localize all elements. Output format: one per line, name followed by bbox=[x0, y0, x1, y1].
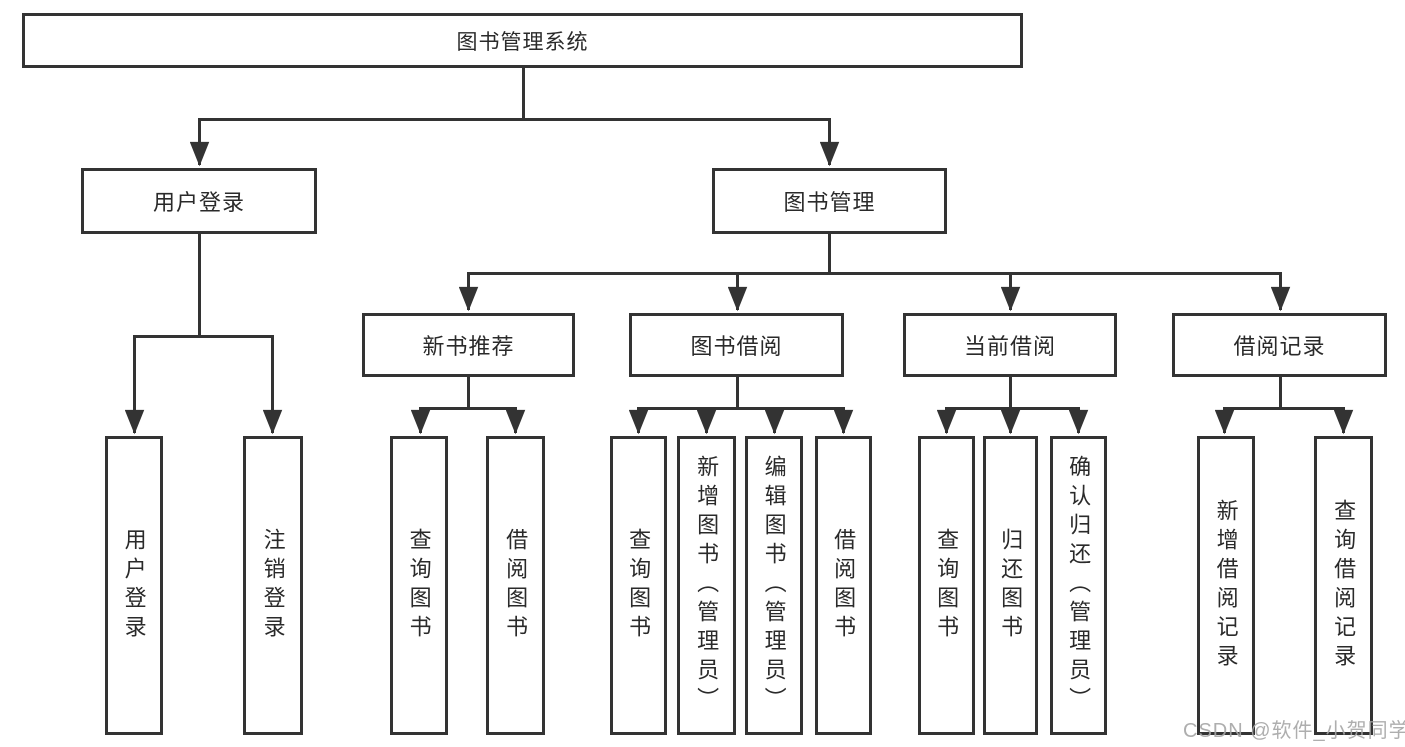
node-user-login-branch: 用户登录 bbox=[81, 168, 317, 234]
node-label: 图书管理系统 bbox=[456, 30, 589, 54]
leaf-edit-books-admin: 编辑图书（管理员） bbox=[745, 436, 803, 735]
leaf-borrow-books-recommend: 借阅图书 bbox=[486, 436, 545, 735]
leaf-add-borrow-record: 新增借阅记录 bbox=[1197, 436, 1255, 735]
node-label: 新书推荐 bbox=[422, 334, 515, 359]
leaf-label: 编辑图书（管理员） bbox=[761, 455, 787, 716]
leaf-label: 新增图书（管理员） bbox=[694, 455, 720, 716]
leaf-user-login: 用户登录 bbox=[105, 436, 163, 735]
node-label: 用户登录 bbox=[152, 190, 245, 215]
leaf-label: 查询图书 bbox=[934, 527, 960, 644]
node-new-book-recommend: 新书推荐 bbox=[362, 313, 575, 377]
leaf-query-books-borrow: 查询图书 bbox=[610, 436, 667, 735]
node-current-borrow: 当前借阅 bbox=[903, 313, 1117, 377]
leaf-label: 借阅图书 bbox=[831, 527, 857, 644]
leaf-query-books-current: 查询图书 bbox=[918, 436, 975, 735]
csdn-watermark: CSDN @软件_小贺同学 bbox=[1183, 720, 1405, 742]
node-label: 当前借阅 bbox=[963, 334, 1056, 359]
node-label: 图书管理 bbox=[783, 190, 876, 215]
node-library-management-system: 图书管理系统 bbox=[22, 13, 1023, 68]
leaf-return-books: 归还图书 bbox=[983, 436, 1038, 735]
leaf-label: 查询图书 bbox=[406, 527, 432, 644]
leaf-label: 新增借阅记录 bbox=[1213, 498, 1239, 673]
leaf-label: 确认归还（管理员） bbox=[1066, 455, 1092, 716]
leaf-borrow-books: 借阅图书 bbox=[815, 436, 872, 735]
leaf-label: 查询图书 bbox=[626, 527, 652, 644]
leaf-query-borrow-record: 查询借阅记录 bbox=[1314, 436, 1373, 735]
leaf-label: 归还图书 bbox=[998, 527, 1024, 644]
leaf-add-books-admin: 新增图书（管理员） bbox=[677, 436, 736, 735]
node-book-management: 图书管理 bbox=[712, 168, 947, 234]
leaf-query-books-recommend: 查询图书 bbox=[390, 436, 448, 735]
node-borrow-records: 借阅记录 bbox=[1172, 313, 1387, 377]
node-label: 图书借阅 bbox=[690, 334, 783, 359]
leaf-confirm-return-admin: 确认归还（管理员） bbox=[1050, 436, 1107, 735]
leaf-label: 用户登录 bbox=[121, 527, 147, 644]
leaf-label: 注销登录 bbox=[260, 527, 286, 644]
leaf-logout: 注销登录 bbox=[243, 436, 303, 735]
leaf-label: 查询借阅记录 bbox=[1331, 498, 1357, 673]
node-book-borrow: 图书借阅 bbox=[629, 313, 844, 377]
leaf-label: 借阅图书 bbox=[503, 527, 529, 644]
node-label: 借阅记录 bbox=[1233, 334, 1326, 359]
